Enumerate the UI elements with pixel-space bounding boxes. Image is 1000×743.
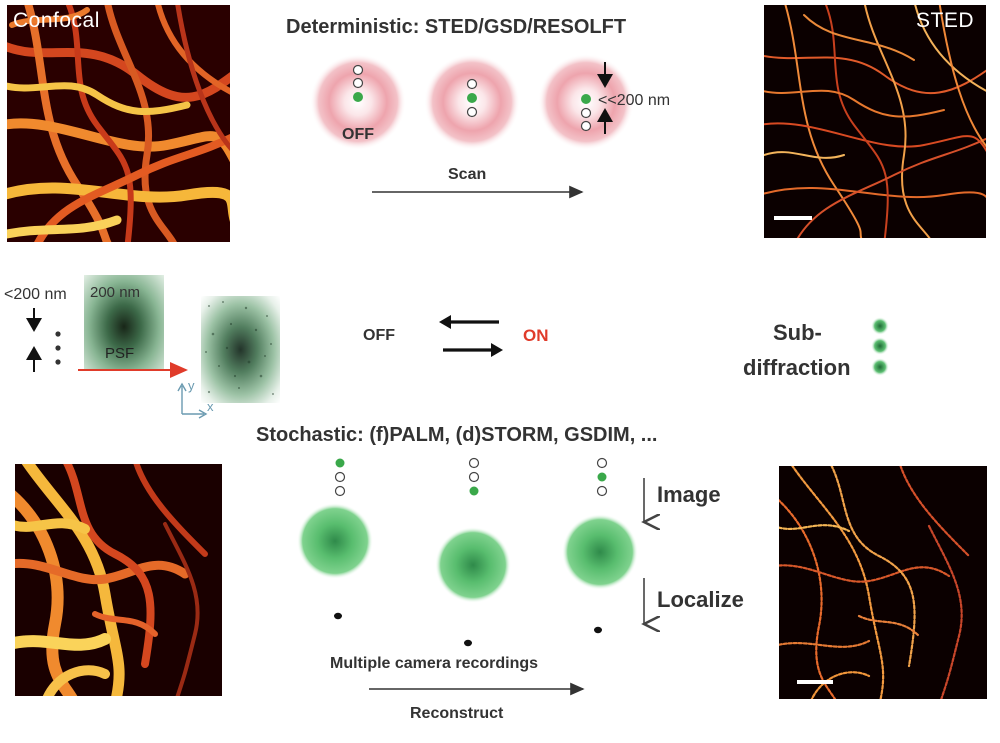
psf-label: PSF [105, 345, 135, 362]
sted-scan-diagram [310, 54, 634, 199]
subdiffraction-spots [871, 317, 889, 376]
fluorophore-off [580, 107, 592, 119]
localization-texture [779, 466, 971, 699]
axis-y-label: y [188, 378, 195, 393]
subdiffraction-line1: Sub- [773, 320, 822, 345]
fluorophore-off [352, 64, 364, 76]
fluorophore-off [580, 120, 592, 132]
stochastic-heading: Stochastic: (f)PALM, (d)STORM, GSDIM, ..… [256, 424, 658, 446]
molecule-dot [55, 331, 61, 337]
process-arrows [632, 478, 662, 634]
psf-spot-2 [435, 527, 511, 603]
confocal-image-top: Confocal [7, 5, 230, 242]
fluorophore-off [466, 106, 478, 118]
localize-label: Localize [657, 587, 744, 612]
left-spacing-diagram [26, 308, 61, 372]
resolution-label-top: <<200 nm [598, 92, 671, 109]
noisy-psf-image [201, 296, 280, 403]
psf-image [84, 275, 164, 369]
noise-texture [205, 301, 274, 395]
fluorophore-off [334, 471, 346, 483]
scan-label: Scan [448, 166, 487, 183]
localized-molecule [334, 612, 342, 620]
switching-arrows-icon [439, 315, 503, 357]
fluorophore-on [353, 92, 363, 102]
fluorophore-off [334, 485, 346, 497]
state-on-label: ON [523, 326, 549, 345]
sted-image: STED [764, 5, 986, 238]
scale-bar [797, 680, 833, 684]
fluorophore-on [597, 472, 607, 482]
fluorophore-off [468, 471, 480, 483]
green-spot-icon [871, 317, 889, 335]
reconstruct-arrow [369, 682, 585, 696]
axis-x-label: x [207, 399, 214, 414]
confocal-image-bottom [15, 464, 222, 696]
fluorophore-off [596, 485, 608, 497]
state-off-label: OFF [363, 327, 395, 344]
scale-bar [774, 216, 812, 220]
stochastic-frames-diagram [297, 457, 638, 647]
reconstruct-label: Reconstruct [410, 705, 504, 722]
subdiffraction-line2: diffraction [743, 355, 851, 380]
psf-size-label: 200 nm [90, 284, 141, 301]
filament-texture [7, 5, 230, 242]
fluorophore-on [581, 94, 591, 104]
filament-texture [15, 464, 208, 696]
confocal-label: Confocal [13, 9, 100, 32]
sted-label: STED [915, 9, 974, 32]
molecule-dot [55, 345, 61, 351]
fluorophore-on [467, 93, 477, 103]
off-label-top: OFF [342, 126, 374, 143]
green-spot-icon [871, 358, 889, 376]
localized-molecule [464, 639, 472, 647]
sted-filament-texture [764, 5, 986, 238]
green-spot-icon [871, 337, 889, 355]
molecule-dot [55, 359, 61, 365]
fluorophore-off [466, 78, 478, 90]
deterministic-heading: Deterministic: STED/GSD/RESOLFT [286, 16, 627, 38]
resolution-label-left: <200 nm [4, 286, 67, 303]
fluorophore-off [596, 457, 608, 469]
recordings-label: Multiple camera recordings [330, 655, 539, 672]
psf-spot-3 [562, 514, 638, 590]
fluorophore-on [335, 458, 345, 468]
fluorophore-off [468, 457, 480, 469]
fluorophore-off [352, 77, 364, 89]
localized-molecule [594, 626, 602, 634]
fluorophore-on [469, 486, 479, 496]
localization-image [779, 466, 987, 699]
psf-transfer-diagram [78, 362, 208, 419]
image-label: Image [657, 482, 721, 507]
psf-spot-1 [297, 503, 373, 579]
